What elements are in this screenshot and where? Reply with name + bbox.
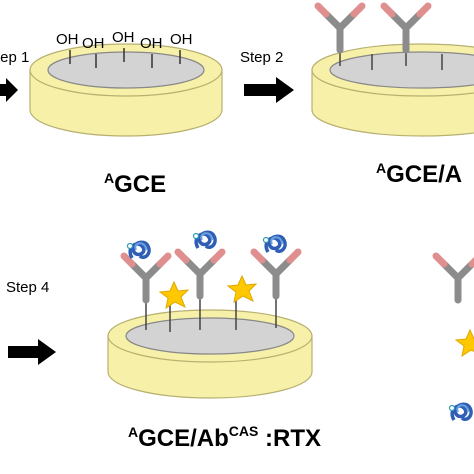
oh-label: OH [140,35,163,52]
antibody-icon [384,6,428,50]
antibody-layer-1 [318,6,443,70]
oh-label: OH [56,31,79,48]
electrode-1-label: AGCE [104,170,166,198]
step-1-label: Step 1 [0,49,29,66]
step-2-arrow [244,77,294,103]
antibody-legend-icon [436,256,474,300]
star-label-icon [159,281,189,309]
oh-label: OH [170,31,193,48]
antibody-icon [178,252,222,296]
antibody-icon [254,252,298,296]
step-1-arrow [0,78,18,102]
star-legend-icon [455,329,474,357]
electrode-2-label: AGCE/A [376,160,462,188]
star-label-icon [227,275,257,303]
legend [436,256,474,422]
oh-label: OH [112,29,135,46]
antibody-antigen-layer [124,230,298,332]
step-4-label: Step 4 [6,279,49,296]
protein-icon [125,240,151,260]
protein-icon [261,234,287,254]
electrode-3-label: AGCE/AbCAS :RTX [128,423,321,452]
electrode-disk-3 [107,309,313,399]
antibody-icon [318,6,362,50]
step-2-label: Step 2 [240,49,283,66]
electrode-disk-2 [311,43,474,137]
step-4-arrow [8,339,56,365]
hydroxyl-groups: OH OH OH OH OH [56,29,193,68]
protein-legend-icon [447,402,473,422]
electrode-disk-1 [29,43,223,137]
oh-label: OH [82,35,105,52]
protein-icon [191,230,217,250]
